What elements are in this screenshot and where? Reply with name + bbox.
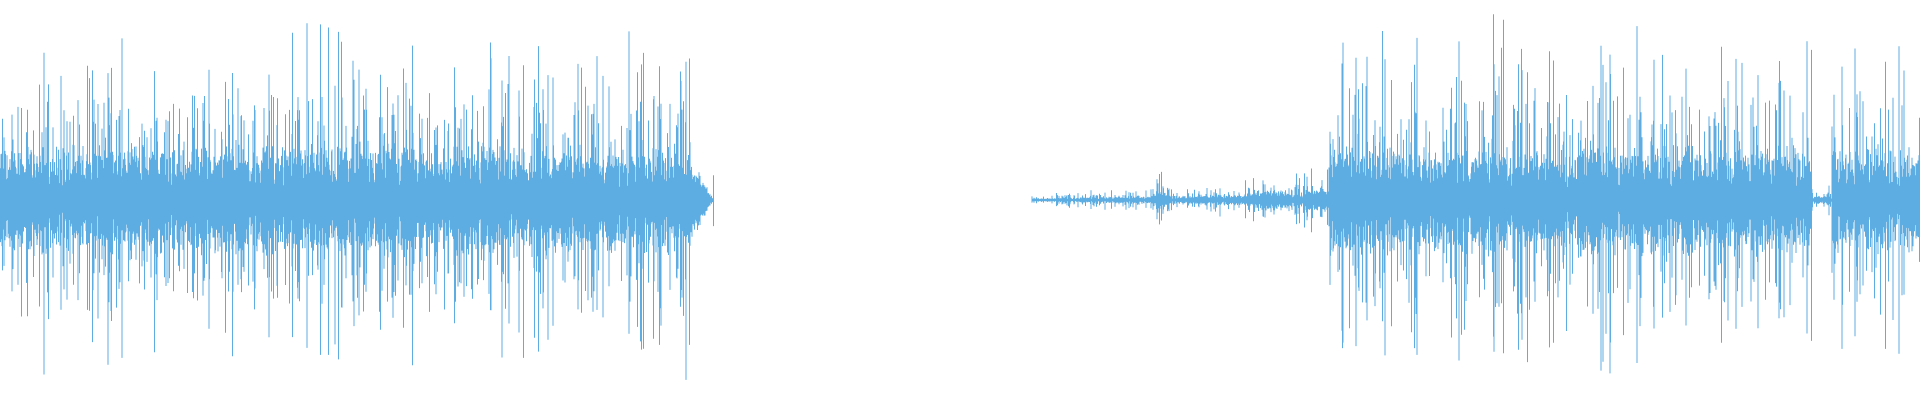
- waveform-trace: [0, 14, 1920, 380]
